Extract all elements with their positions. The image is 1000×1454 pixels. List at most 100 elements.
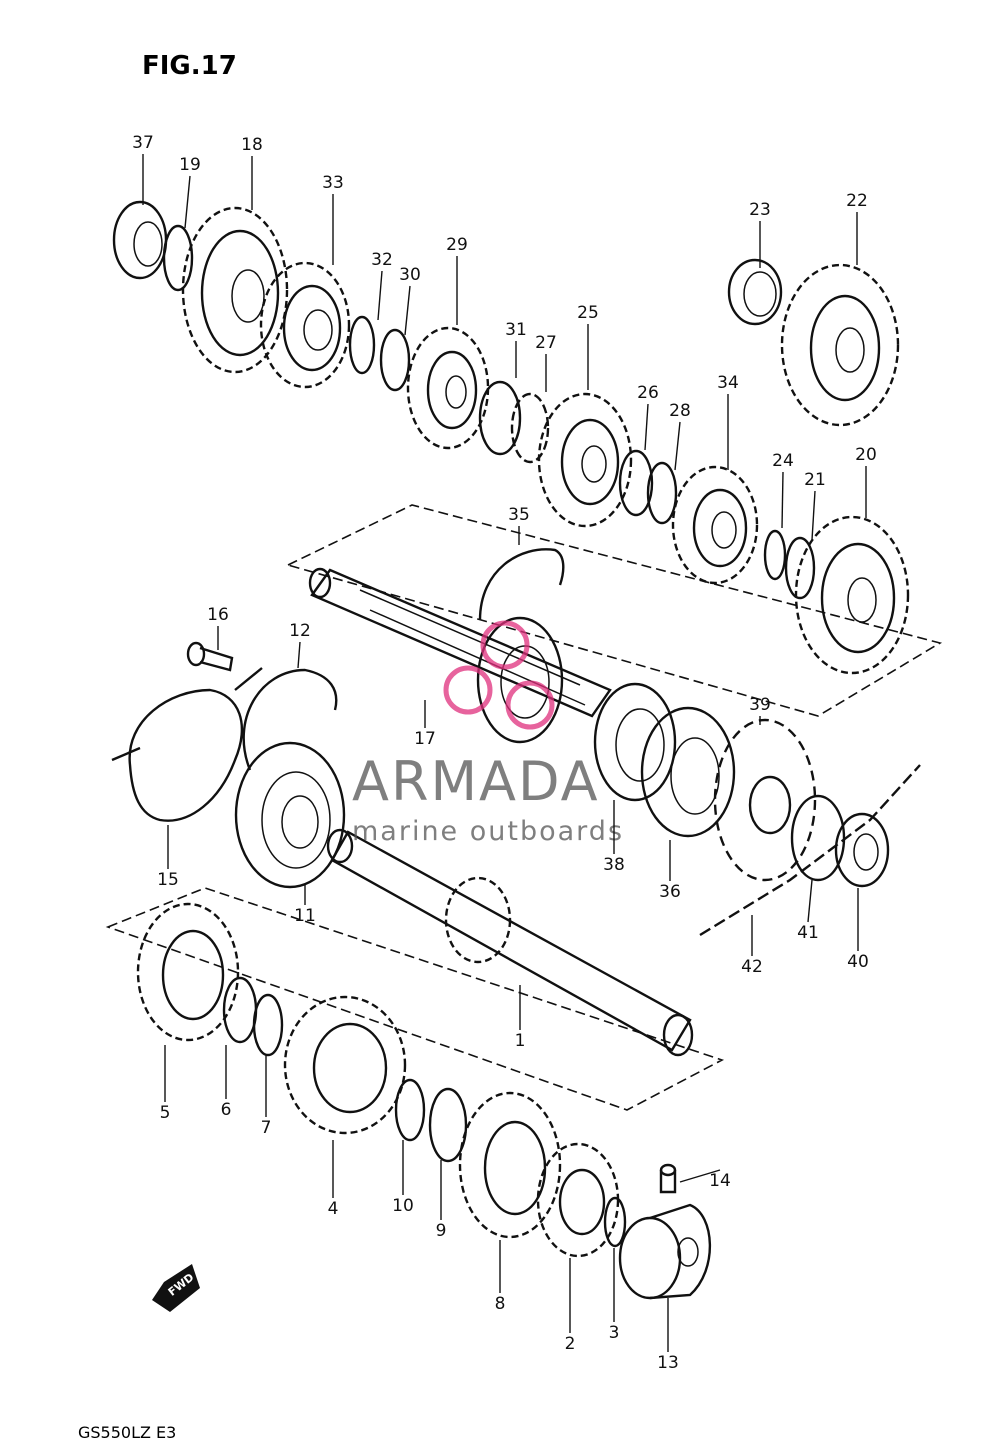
leader-line-41 bbox=[807, 879, 813, 923]
watermark-tagline: marine outboards bbox=[352, 816, 624, 847]
callout-12: 12 bbox=[289, 621, 311, 641]
washer-9 bbox=[428, 1087, 468, 1163]
washer-26 bbox=[618, 449, 654, 517]
callout-leaders bbox=[142, 154, 867, 1352]
retainer-tabs bbox=[111, 667, 263, 762]
leader-line-14 bbox=[679, 1169, 721, 1183]
callout-10: 10 bbox=[392, 1196, 414, 1216]
driveshaft-1 bbox=[326, 828, 694, 1057]
callout-32: 32 bbox=[371, 250, 393, 270]
callout-20: 20 bbox=[855, 445, 877, 465]
callout-34: 34 bbox=[717, 373, 739, 393]
callout-42: 42 bbox=[741, 957, 763, 977]
bearing-retainer-15 bbox=[128, 688, 243, 822]
gear-22 bbox=[780, 263, 900, 427]
oil-seal-38 bbox=[593, 682, 677, 802]
leader-line-30 bbox=[404, 285, 411, 336]
gear-18 bbox=[181, 206, 289, 374]
callout-23: 23 bbox=[749, 200, 771, 220]
callout-6: 6 bbox=[221, 1100, 232, 1120]
circlip-28 bbox=[646, 461, 678, 525]
callout-30: 30 bbox=[399, 265, 421, 285]
gear-29 bbox=[406, 326, 490, 450]
washer-21 bbox=[784, 536, 816, 600]
bushing-23 bbox=[727, 258, 783, 326]
model-code: GS550LZ E3 bbox=[78, 1423, 176, 1442]
gear-25 bbox=[537, 392, 633, 528]
callout-15: 15 bbox=[157, 870, 179, 890]
leader-line-32 bbox=[377, 270, 383, 321]
gear-8 bbox=[458, 1091, 562, 1239]
bearing-11 bbox=[234, 741, 346, 889]
callout-33: 33 bbox=[322, 173, 344, 193]
circlip-7 bbox=[252, 993, 284, 1057]
callout-8: 8 bbox=[495, 1294, 506, 1314]
fwd-arrow-icon: FWD bbox=[152, 1264, 200, 1312]
sprocket-39 bbox=[713, 718, 817, 882]
leader-line-12 bbox=[297, 641, 301, 669]
leader-line-28 bbox=[674, 421, 681, 471]
callout-19: 19 bbox=[179, 155, 201, 175]
callout-38: 38 bbox=[603, 855, 625, 875]
callout-36: 36 bbox=[659, 882, 681, 902]
figure-title: FIG.17 bbox=[142, 51, 237, 81]
callout-5: 5 bbox=[160, 1103, 171, 1123]
callout-39: 39 bbox=[749, 695, 771, 715]
watermark-brand: ARMADA bbox=[352, 750, 600, 813]
circlip-10 bbox=[394, 1078, 426, 1142]
ring-35 bbox=[478, 548, 565, 621]
circlip-24 bbox=[763, 529, 787, 581]
leader-line-21 bbox=[811, 490, 816, 541]
gear-34 bbox=[671, 465, 759, 585]
driveshaft-frame bbox=[105, 887, 725, 1111]
leader-line-19 bbox=[184, 175, 191, 229]
callout-17: 17 bbox=[414, 729, 436, 749]
callout-41: 41 bbox=[797, 923, 819, 943]
circlip-3 bbox=[603, 1196, 627, 1248]
callout-7: 7 bbox=[261, 1118, 272, 1138]
callout-16: 16 bbox=[207, 605, 229, 625]
callout-35: 35 bbox=[508, 505, 530, 525]
gear-2 bbox=[536, 1142, 620, 1258]
callout-26: 26 bbox=[637, 383, 659, 403]
callout-9: 9 bbox=[436, 1221, 447, 1241]
callout-1: 1 bbox=[515, 1031, 526, 1051]
callout-11: 11 bbox=[294, 906, 316, 926]
circlip-32 bbox=[348, 315, 376, 375]
leader-line-24 bbox=[781, 471, 784, 529]
pin-14 bbox=[659, 1163, 677, 1194]
callout-28: 28 bbox=[669, 401, 691, 421]
callout-24: 24 bbox=[772, 451, 794, 471]
watermark: ARMADA marine outboards bbox=[352, 620, 624, 847]
gear-4 bbox=[283, 995, 407, 1135]
callout-14: 14 bbox=[709, 1171, 731, 1191]
callout-29: 29 bbox=[446, 235, 468, 255]
countershaft-17 bbox=[308, 567, 612, 744]
callout-37: 37 bbox=[132, 133, 154, 153]
washer-30 bbox=[379, 328, 411, 392]
callout-40: 40 bbox=[847, 952, 869, 972]
callout-4: 4 bbox=[328, 1199, 339, 1219]
washer-19 bbox=[162, 224, 194, 292]
bearing-13 bbox=[618, 1203, 712, 1300]
callout-21: 21 bbox=[804, 470, 826, 490]
callout-18: 18 bbox=[241, 135, 263, 155]
gear-20 bbox=[794, 515, 910, 675]
lock-washer-27 bbox=[510, 392, 550, 464]
spacer-36 bbox=[640, 706, 736, 838]
c-ring-12 bbox=[242, 668, 338, 771]
countershaft-frame bbox=[285, 504, 943, 717]
bolt-16 bbox=[186, 641, 234, 672]
nut-40 bbox=[834, 812, 890, 888]
callout-13: 13 bbox=[657, 1353, 679, 1373]
drive-chain-42 bbox=[699, 764, 921, 937]
gear-33 bbox=[259, 261, 351, 389]
callout-22: 22 bbox=[846, 191, 868, 211]
callout-3: 3 bbox=[609, 1323, 620, 1343]
washer-31 bbox=[478, 380, 522, 456]
gear-5 bbox=[136, 902, 240, 1042]
leader-line-26 bbox=[644, 403, 649, 451]
callout-2: 2 bbox=[565, 1334, 576, 1354]
